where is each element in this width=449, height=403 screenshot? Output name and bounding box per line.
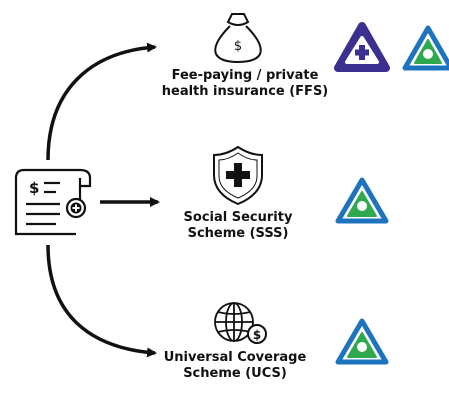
sss-label: Social Security Scheme (SSS) [148,210,328,242]
coin-dollar-sign: $ [253,328,261,342]
arrow-to-ffs [46,42,157,161]
shield-cross-icon [213,145,263,206]
money-bag-icon [214,13,262,64]
hospital-logo-navy-icon [334,22,390,72]
ffs-label-line-2: health insurance (FFS) [161,84,329,99]
ucs-label: Universal Coverage Scheme (UCS) [145,350,325,382]
ffs-label: Fee-paying / private health insurance (F… [145,68,345,100]
globe-coin-icon [214,302,267,344]
invoice-dollar-sign: $ [29,179,39,197]
ucs-label-line-2: Scheme (UCS) [183,366,287,381]
ucs-label-line-1: Universal Coverage [163,350,307,365]
sss-label-line-2: Scheme (SSS) [187,226,289,241]
sss-label-line-1: Social Security [183,210,293,225]
money-bag-dollar-sign: $ [234,39,242,54]
arrow-to-ucs [46,244,157,358]
invoice-receipt-icon [14,168,92,236]
hospital-logo-green-icon [335,318,389,365]
hospital-logo-green-icon [402,25,449,71]
ffs-label-line-1: Fee-paying / private [171,68,319,83]
hospital-logo-green-icon [335,177,389,224]
